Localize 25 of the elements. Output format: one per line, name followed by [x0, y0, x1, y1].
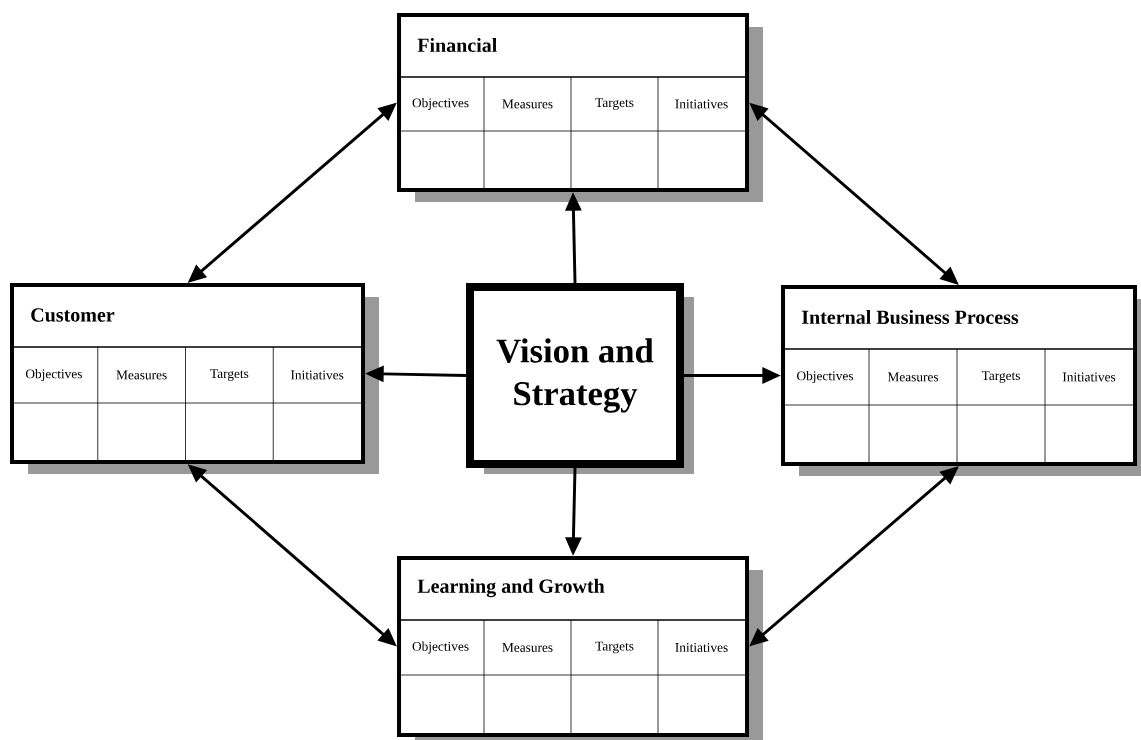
column-header: Measures: [502, 643, 553, 652]
panel-heading: Learning and Growth: [417, 578, 605, 598]
column-header: Objectives: [412, 97, 469, 111]
column-header: Objectives: [25, 368, 82, 382]
vision-box: Vision and Strategy: [466, 283, 694, 474]
panel-heading: Financial: [417, 38, 497, 53]
panel-heading: Customer: [31, 308, 115, 322]
column-header: Initiatives: [675, 643, 728, 652]
panel-heading: Internal Business Process: [801, 309, 1019, 325]
scorecard-table: [9, 283, 379, 474]
column-header: Targets: [981, 371, 1020, 383]
column-header: Objectives: [412, 641, 469, 654]
column-header: Measures: [116, 370, 167, 380]
scorecard-table: [396, 13, 763, 202]
scorecard-table: [780, 285, 1141, 476]
column-header: Measures: [502, 99, 553, 109]
column-header: Initiatives: [675, 99, 728, 109]
column-header: Initiatives: [1062, 372, 1116, 382]
column-header: Targets: [595, 641, 634, 654]
column-header: Targets: [595, 98, 634, 110]
column-header: Targets: [210, 369, 249, 381]
column-header: Initiatives: [290, 370, 344, 380]
column-header: Objectives: [797, 370, 854, 384]
column-header: Measures: [887, 372, 939, 382]
scorecard-table: [396, 556, 763, 740]
